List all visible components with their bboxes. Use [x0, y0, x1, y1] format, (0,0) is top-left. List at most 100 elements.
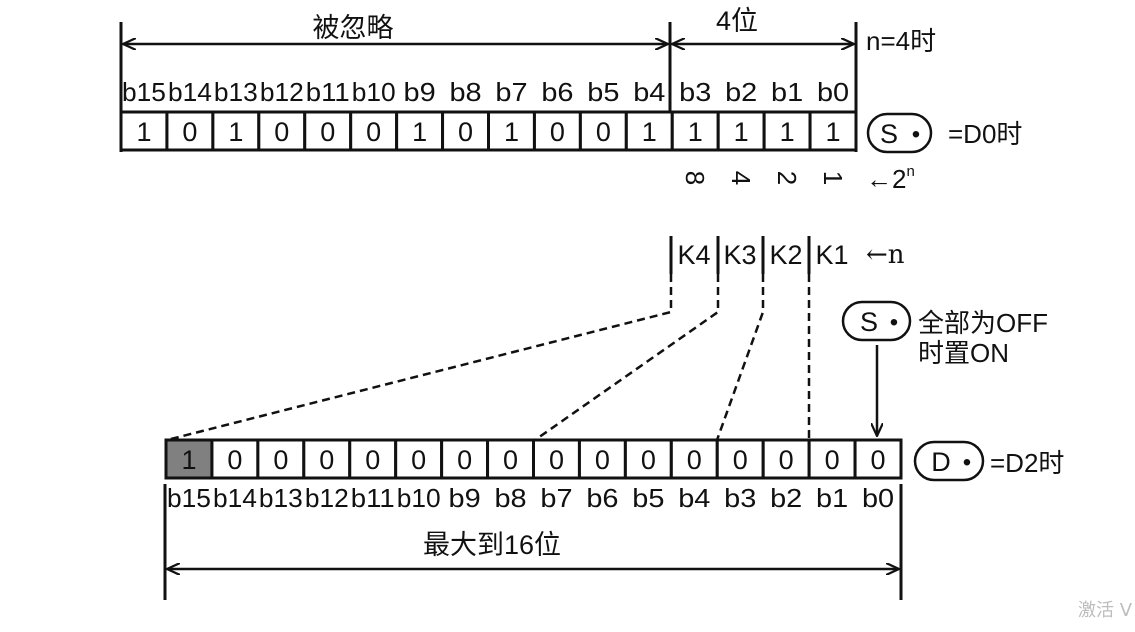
activation-watermark: 激活 V [1078, 600, 1133, 621]
bit-cell: 1 [487, 110, 536, 152]
bit-cell-box [853, 438, 903, 480]
bit-value: 0 [549, 445, 564, 475]
bit-cell: 1 [119, 110, 169, 152]
bit-cell-box [302, 438, 352, 480]
bit-value: 0 [458, 117, 473, 147]
bit-cell: 0 [577, 438, 627, 480]
bit-cell: 0 [578, 110, 628, 152]
bit-cell: 1 [211, 110, 261, 152]
ignored-label: 被忽略 [313, 13, 394, 43]
source-operand-dot: • [912, 121, 920, 148]
bit-value: 0 [825, 445, 840, 475]
bit-label: b7 [540, 483, 572, 513]
bit-cell: 0 [669, 438, 719, 480]
bit-label: b10 [352, 77, 396, 107]
bit-value: 1 [504, 117, 519, 147]
bit-label: b14 [213, 483, 257, 513]
bit-cell-box [761, 438, 811, 480]
k-label: K2 [769, 240, 802, 270]
bit-cell-box [211, 110, 261, 152]
bit-label: b0 [817, 77, 849, 107]
bit-cell-box [303, 110, 353, 152]
bit-label: b10 [397, 483, 441, 513]
bit-cell: 0 [303, 110, 353, 152]
weight-value: 8 [680, 171, 710, 185]
bit-cell: 1 [762, 110, 812, 152]
bit-cell: 1 [164, 438, 214, 480]
bit-label: b7 [495, 77, 527, 107]
bit-label: b6 [586, 483, 618, 513]
bit-cell: 0 [440, 438, 490, 480]
bit-cell: 0 [807, 438, 857, 480]
bit-value: 1 [734, 117, 749, 147]
bit-cell: 0 [532, 110, 582, 152]
bit-value: 0 [687, 445, 702, 475]
note-operand-dot: • [890, 309, 898, 336]
k2-mapping-line [715, 274, 765, 441]
dest-operand-letter: D [931, 447, 951, 477]
bit-label: b4 [633, 77, 665, 107]
bit-label: b11 [306, 77, 350, 107]
bit-value: 1 [780, 117, 795, 147]
bit-cell: 0 [623, 438, 673, 480]
bit-value: 0 [411, 445, 426, 475]
note-operand-letter: S [860, 307, 878, 337]
bit-cell: 0 [165, 110, 215, 152]
bit-cell: 0 [349, 110, 399, 152]
bit-cell: 0 [348, 438, 398, 480]
bit-label: b1 [771, 77, 803, 107]
bit-label: b13 [259, 483, 303, 513]
bit-value: 0 [320, 117, 335, 147]
bit-label: b2 [770, 483, 802, 513]
bit-value: 1 [136, 117, 151, 147]
weights-arrow-label: ←2n [866, 163, 915, 194]
dest-operand-dot: • [963, 449, 971, 476]
bit-cell-box [394, 438, 444, 480]
bit-label: b9 [404, 77, 436, 107]
k3-mapping-line [534, 274, 720, 442]
bit-cell: 0 [394, 438, 444, 480]
bit-cell-box [395, 110, 445, 152]
bit-value: 1 [642, 117, 657, 147]
bit-value: 0 [596, 117, 611, 147]
bit-label: b3 [724, 483, 756, 513]
bit-label: b0 [862, 483, 894, 513]
bit-label: b12 [305, 483, 349, 513]
bit-value: 0 [550, 117, 565, 147]
bit-cell: 0 [532, 438, 581, 480]
bit-value: 0 [595, 445, 610, 475]
n-arrow-label: ←n [866, 240, 905, 270]
bit-label: b13 [214, 77, 258, 107]
bit-cell: 1 [808, 110, 858, 152]
bit-label: b3 [679, 77, 711, 107]
bit-value: 0 [503, 445, 518, 475]
bit-value: 1 [412, 117, 427, 147]
max-bits-label: 最大到16位 [423, 530, 561, 560]
bit-value: 0 [366, 117, 381, 147]
bit-value: 0 [779, 445, 794, 475]
bit-value: 0 [274, 117, 289, 147]
bit-label: b14 [168, 77, 212, 107]
note-line-2: 时置ON [918, 338, 1009, 368]
bit-cell: 1 [716, 110, 766, 152]
bit-cell: 1 [395, 110, 445, 152]
bit-label: b1 [816, 483, 848, 513]
bit-value: 1 [826, 117, 841, 147]
note-operand-badge: S • [841, 300, 912, 342]
bit-label: b2 [725, 77, 757, 107]
bit-label: b8 [494, 483, 526, 513]
bit-cell: 0 [761, 438, 811, 480]
weight-value: 4 [726, 171, 756, 185]
bit-value: 0 [273, 445, 288, 475]
bit-cell-box [808, 110, 858, 152]
bit-cell: 0 [257, 110, 307, 152]
bit-label: b9 [449, 483, 481, 513]
bit-cell: 0 [256, 438, 306, 480]
source-operand-letter: S [880, 119, 898, 149]
bit-label: b11 [351, 483, 395, 513]
k-label: K4 [677, 240, 710, 270]
